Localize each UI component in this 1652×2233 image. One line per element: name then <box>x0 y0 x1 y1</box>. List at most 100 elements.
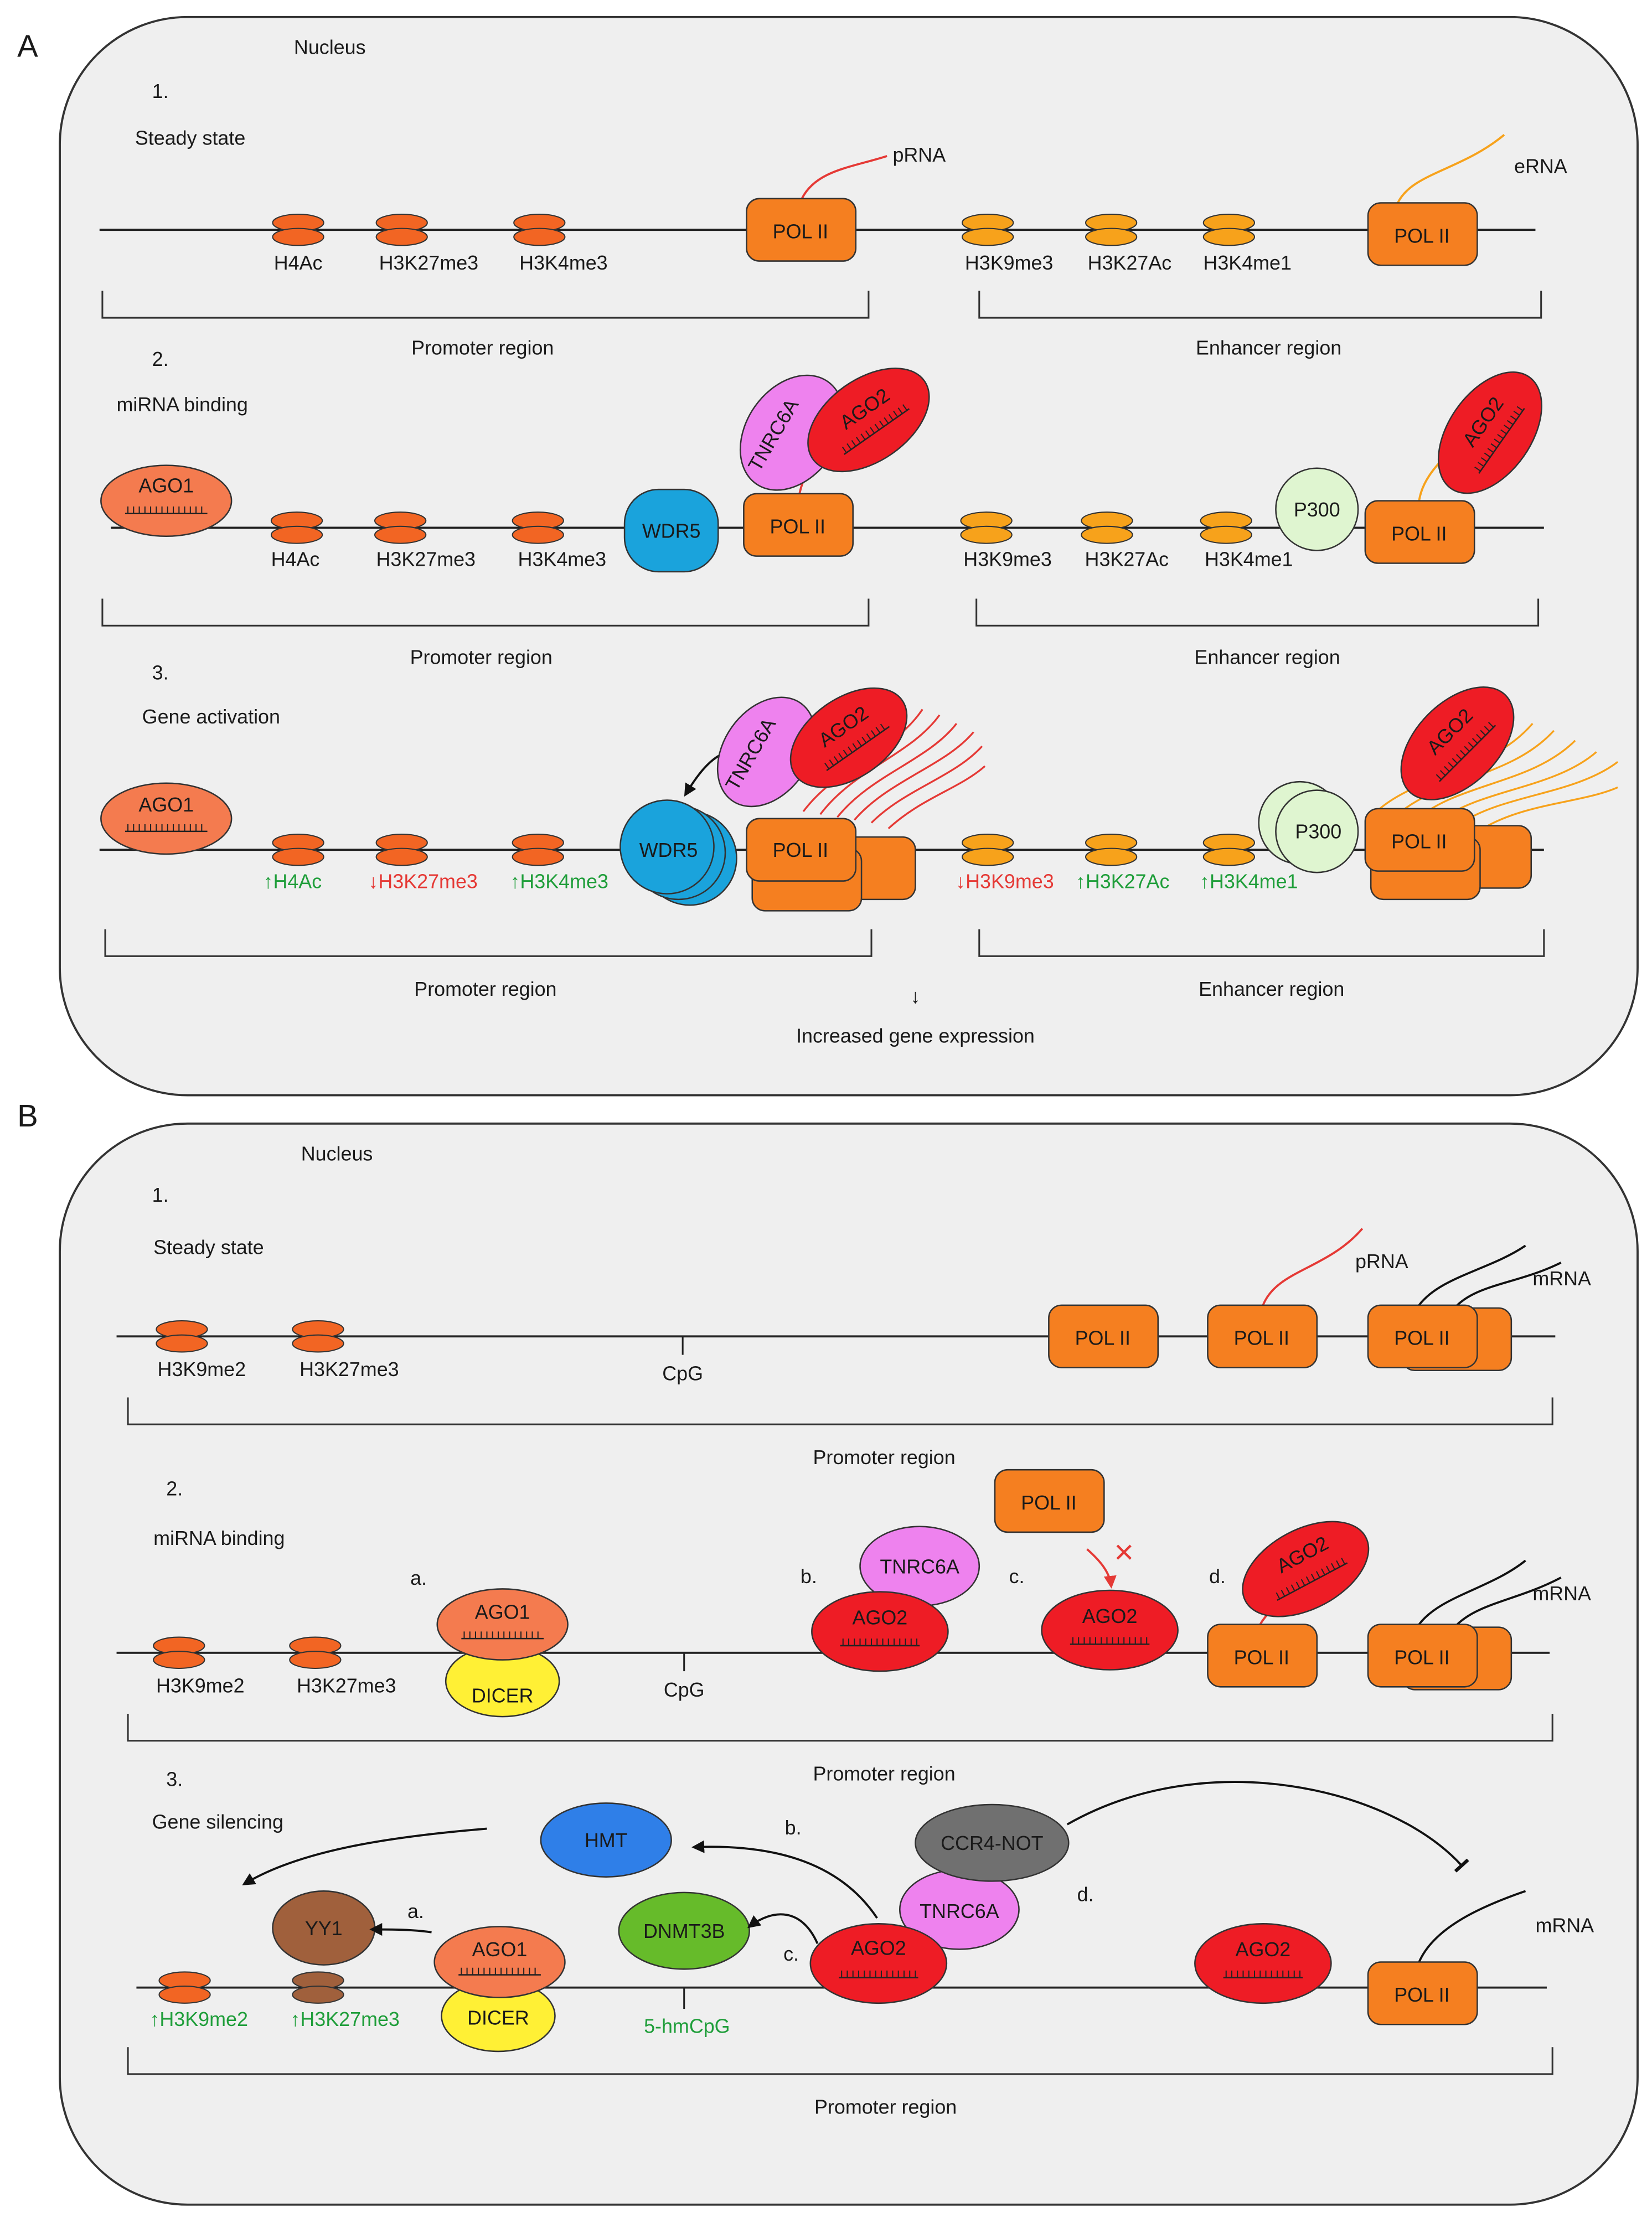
b3-dnmt3b-arrow <box>747 1913 819 1944</box>
b2-title: miRNA binding <box>153 1527 285 1549</box>
b2-pol2-blocked-label: POL II <box>1021 1492 1076 1514</box>
b1-number: 1. <box>152 1184 169 1206</box>
a3-pol2-label: POL II <box>773 839 828 861</box>
a3-mark-h3k9me3-down: ↓H3K9me3 <box>956 870 1054 892</box>
a2-ago2-enhancer <box>1437 371 1542 494</box>
a3-title: Gene activation <box>142 706 280 728</box>
b2-ago2-d <box>1242 1521 1370 1617</box>
a1-mark-h3k4me3: H3K4me3 <box>519 252 608 274</box>
a3-mark-h3k27ac-up: ↑H3K27Ac <box>1076 870 1170 892</box>
b1-pol2-1-label: POL II <box>1075 1327 1130 1350</box>
a3-pol2-enhancer-label: POL II <box>1391 831 1447 853</box>
b3-ago2-mrna <box>1194 1923 1332 2004</box>
a3-mark-h3k4me1-up: ↑H3K4me1 <box>1200 870 1298 892</box>
a1-title: Steady state <box>135 127 245 149</box>
a3-number: 3. <box>152 662 169 684</box>
b2-blocked-arrow <box>1086 1548 1117 1589</box>
b3-number: 3. <box>166 1769 183 1791</box>
b3-yy1-label: YY1 <box>305 1917 343 1940</box>
b3-mark-h3k9me2-up: ↑H3K9me2 <box>149 2008 247 2030</box>
a1-pol2 <box>746 198 857 262</box>
a2-mark-h3k4me3: H3K4me3 <box>518 549 607 571</box>
b3-ago1 <box>433 1926 566 1998</box>
a2-mark-h3k9me3: H3K9me3 <box>963 549 1052 571</box>
a1-mark-h3k27me3: H3K27me3 <box>379 252 478 274</box>
a2-promoter-label: Promoter region <box>410 646 553 668</box>
b3-pol2-label: POL II <box>1394 1984 1449 2006</box>
a1-histones <box>272 213 1256 246</box>
b2-sub-b: b. <box>801 1565 817 1588</box>
a1-number: 1. <box>152 80 169 102</box>
a2-wdr5 <box>623 488 719 573</box>
b3-pol2 <box>1367 1961 1478 2025</box>
a3-mark-h3k27me3-down: ↓H3K27me3 <box>368 870 477 892</box>
panel-b-label: B <box>17 1098 38 1133</box>
a2-pol2-enhancer-label: POL II <box>1391 523 1447 545</box>
b1-histones <box>156 1320 344 1353</box>
b3-hmt <box>540 1802 672 1878</box>
b2-ago1 <box>436 1588 569 1661</box>
b2-pol2-d <box>1207 1624 1318 1688</box>
nucleus-b-label: Nucleus <box>301 1143 373 1165</box>
a3-enhancer-bracket <box>978 929 1545 957</box>
b2-mrna-strand-1 <box>1418 1559 1526 1625</box>
b2-ago2-b <box>811 1591 949 1672</box>
b1-promoter-bracket <box>127 1397 1553 1425</box>
a1-mark-h3k27ac: H3K27Ac <box>1088 252 1172 274</box>
b3-sub-d: d. <box>1077 1883 1094 1905</box>
a3-promoter-bracket <box>104 929 873 957</box>
a2-pol2-enhancer <box>1364 500 1475 564</box>
b3-dnmt3b <box>618 1891 750 1970</box>
b2-promoter-bracket <box>127 1713 1553 1742</box>
b2-ago2-c <box>1041 1589 1179 1671</box>
b2-number: 2. <box>166 1477 183 1500</box>
b2-ago2-c-label: AGO2 <box>1082 1605 1138 1627</box>
b3-mrna-strand <box>1418 1890 1526 1963</box>
b3-ago2 <box>809 1923 948 2004</box>
b3-hmcpg-label: 5-hmCpG <box>644 2015 730 2038</box>
a2-mark-h3k4me1: H3K4me1 <box>1205 549 1293 571</box>
b2-pol2-blocked <box>994 1469 1105 1533</box>
a2-p300 <box>1275 467 1359 551</box>
a3-down-arrow: ↓ <box>910 985 920 1007</box>
b3-tnrc6a-label: TNRC6A <box>920 1900 999 1922</box>
b3-histones <box>158 1971 344 2004</box>
b2-block-x: × <box>1114 1533 1134 1571</box>
b1-mrna-strand-1 <box>1418 1244 1526 1306</box>
a2-p300-label: P300 <box>1294 499 1340 521</box>
a2-enhancer-label: Enhancer region <box>1194 646 1340 668</box>
a2-mark-h3k27me3: H3K27me3 <box>376 549 476 571</box>
a1-mark-h3k4me1: H3K4me1 <box>1203 252 1292 274</box>
b1-pol2-2-label: POL II <box>1234 1327 1289 1350</box>
b2-ago2-b-label: AGO2 <box>853 1607 908 1629</box>
a3-increased-expression: Increased gene expression <box>796 1025 1035 1047</box>
a2-wdr5-label: WDR5 <box>642 520 701 542</box>
b2-pol2-d-label: POL II <box>1234 1646 1289 1668</box>
b3-hmt-arrow <box>691 1840 878 1919</box>
b1-mrna-label: mRNA <box>1532 1268 1591 1290</box>
b2-pol2-e-label: POL II <box>1394 1646 1449 1668</box>
b1-pol2-2 <box>1207 1304 1318 1368</box>
b3-mark-h3k27me3-up: ↑H3K27me3 <box>290 2008 399 2030</box>
b2-histones <box>153 1636 342 1669</box>
b1-pol2-1 <box>1048 1304 1159 1368</box>
a1-pol2-label: POL II <box>773 221 828 243</box>
a3-p300-label: P300 <box>1295 821 1341 843</box>
b3-sub-b: b. <box>785 1817 802 1839</box>
b1-cpg-label: CpG <box>662 1363 703 1385</box>
b1-mark-h3k27me3: H3K27me3 <box>300 1358 399 1381</box>
a3-ago2 <box>789 687 908 788</box>
a2-promoter-bracket <box>101 598 870 627</box>
a3-ago1 <box>100 782 233 855</box>
b2-mark-h3k9me2: H3K9me2 <box>156 1675 245 1697</box>
b1-pol2-3 <box>1367 1304 1478 1368</box>
a1-mark-h3k9me3: H3K9me3 <box>965 252 1054 274</box>
a3-enhancer-label: Enhancer region <box>1199 978 1344 1000</box>
b3-promoter-bracket <box>127 2047 1553 2075</box>
a2-number: 2. <box>152 348 169 370</box>
b1-prna-strand <box>1262 1228 1364 1306</box>
a1-erna-strand <box>1397 133 1505 204</box>
b2-promoter-label: Promoter region <box>813 1762 955 1785</box>
b3-sub-a: a. <box>407 1900 424 1922</box>
b1-mark-h3k9me2: H3K9me2 <box>158 1358 246 1381</box>
